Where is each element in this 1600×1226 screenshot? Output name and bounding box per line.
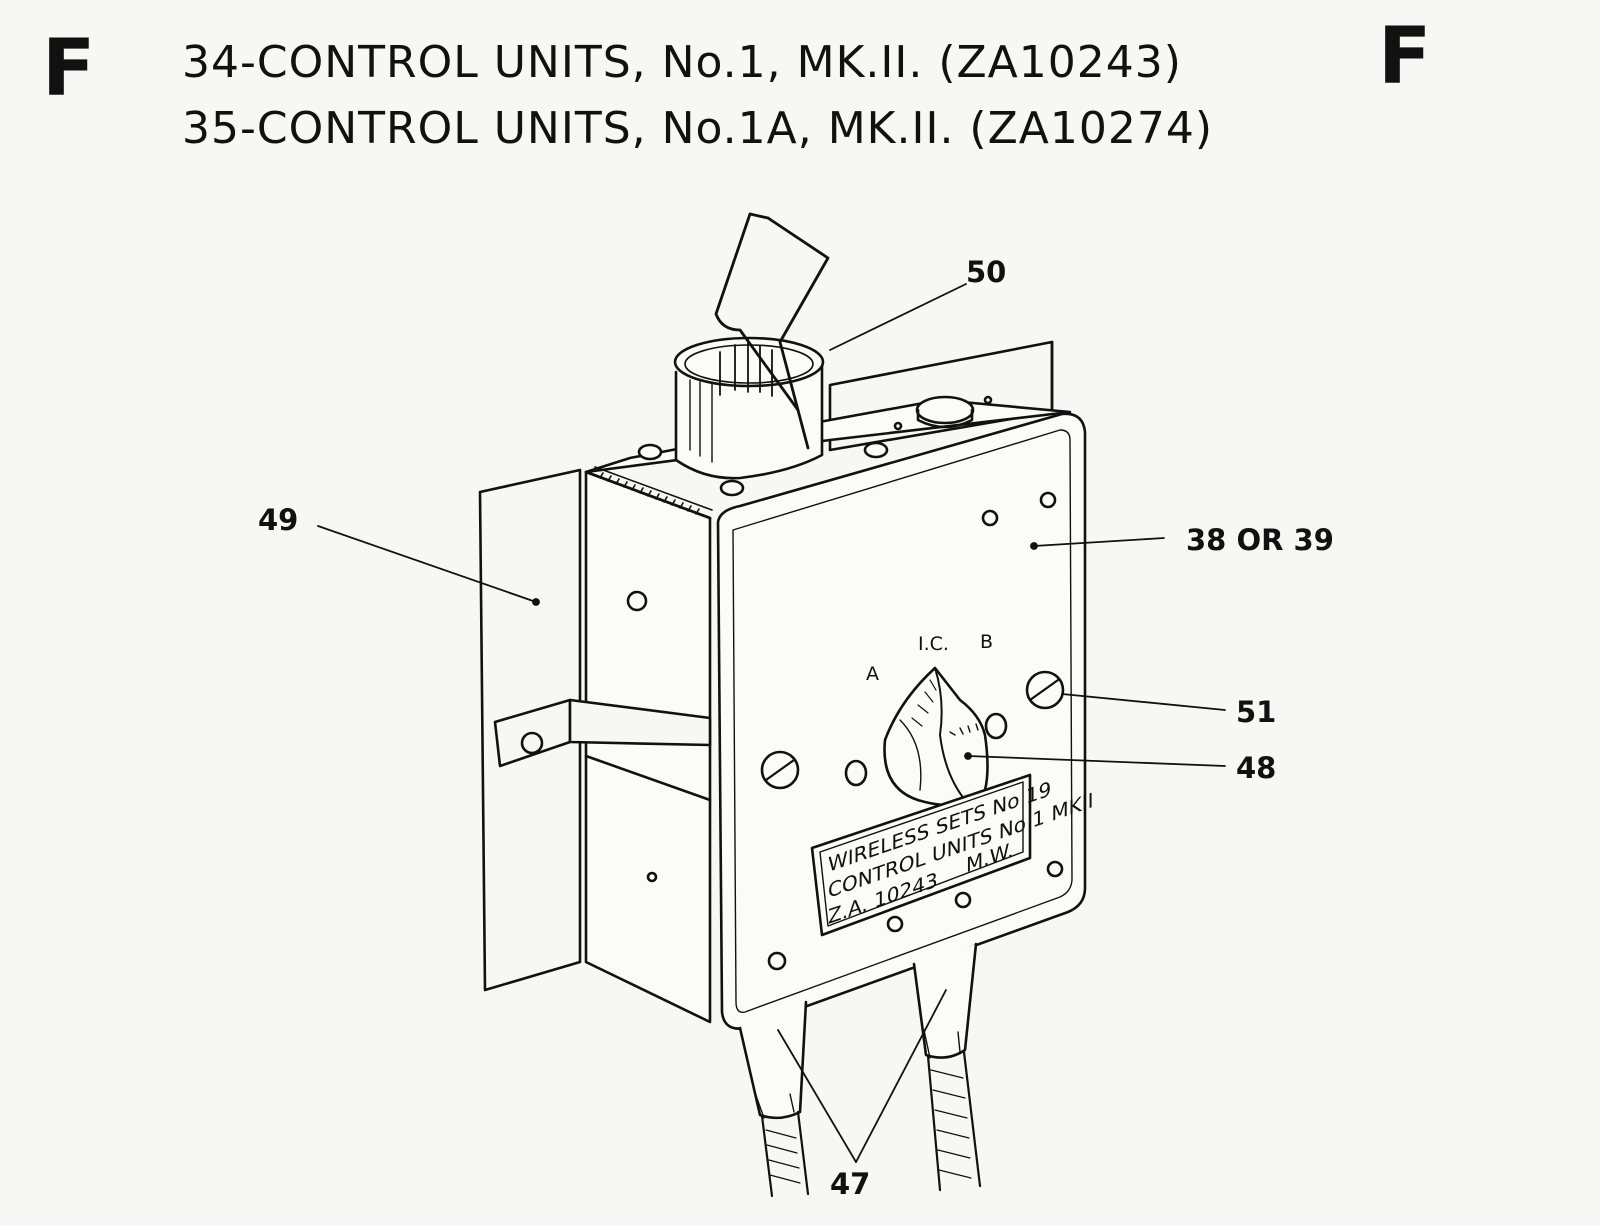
page-title: 34-CONTROL UNITS, No.1, MK.II. (ZA10243)… [182, 30, 1213, 162]
section-letter-right: F [1378, 12, 1432, 102]
plug-connector [637, 212, 889, 497]
title-line-34: 34-CONTROL UNITS, No.1, MK.II. (ZA10243) [182, 37, 1182, 88]
callout-49: 49 [258, 503, 298, 537]
leader-lines [317, 283, 1226, 1163]
callout-50: 50 [966, 255, 1006, 289]
mounting-bracket [493, 698, 712, 802]
panel-screws [760, 670, 1065, 790]
switch-label-b: B [980, 631, 993, 653]
nameplate-frame [810, 773, 1032, 937]
callout-47: 47 [830, 1167, 870, 1201]
section-letter-left: F [42, 24, 96, 114]
switch-label-a: A [866, 663, 879, 685]
callout-38-or-39: 38 OR 39 [1186, 523, 1334, 557]
selector-switch-knob[interactable] [883, 666, 989, 807]
cable-glands [738, 942, 978, 1120]
title-line-35: 35-CONTROL UNITS, No.1A, MK.II. (ZA10274… [182, 103, 1213, 154]
callout-48: 48 [1236, 751, 1276, 785]
callout-51: 51 [1236, 695, 1276, 729]
cables [760, 1050, 982, 1198]
top-cap [893, 395, 993, 431]
switch-label-ic: I.C. [918, 633, 949, 655]
